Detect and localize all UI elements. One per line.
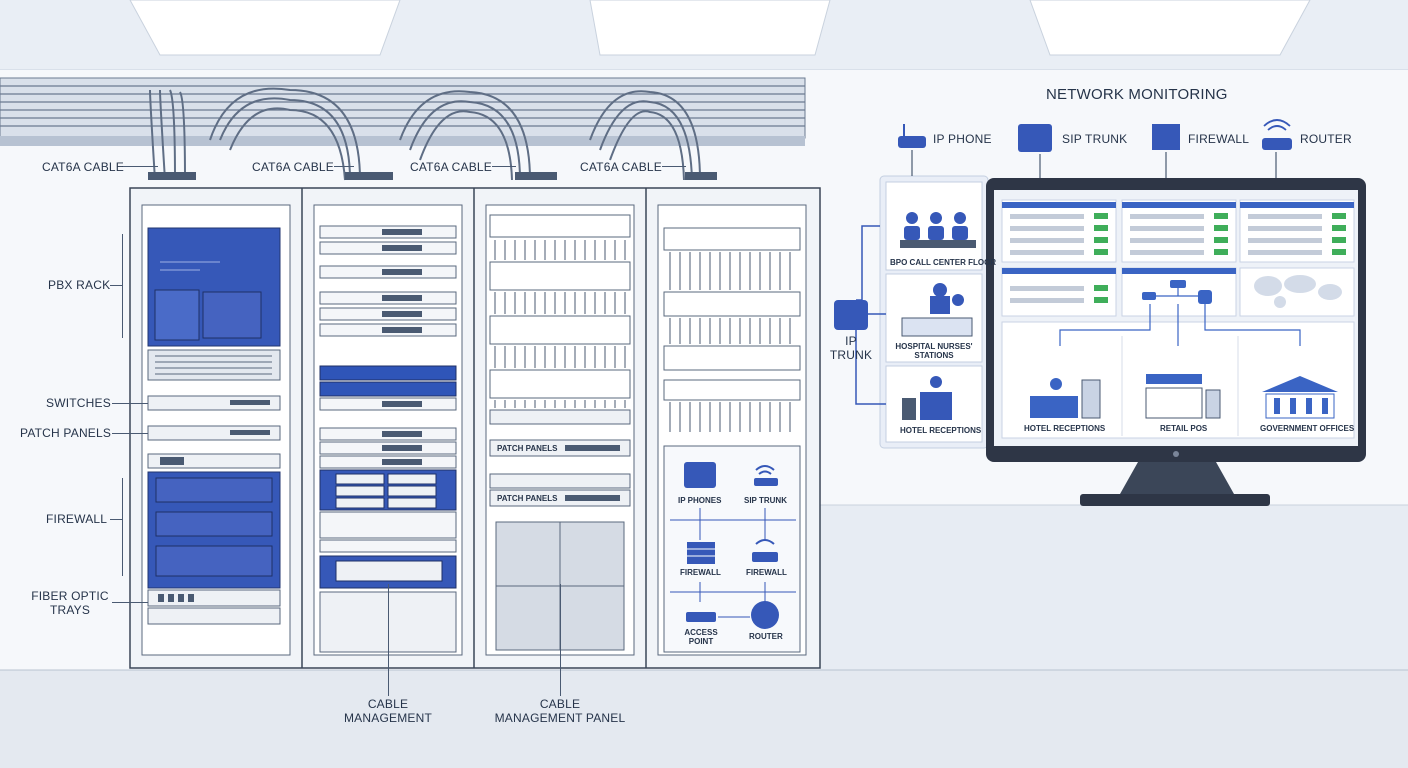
- leader-cable-mgmt: [388, 584, 389, 696]
- cable-panel-line2: MANAGEMENT PANEL: [494, 711, 626, 725]
- rack4-firewall-1: FIREWALL: [680, 568, 721, 577]
- hospital-line2: STATIONS: [914, 351, 954, 360]
- rack4-access-point: ACCESS POINT: [680, 628, 722, 646]
- cat6a-label-2: CAT6A CABLE: [252, 160, 335, 174]
- cat6a-label-3: CAT6A CABLE: [410, 160, 493, 174]
- ip-trunk-label: IP TRUNK: [826, 334, 876, 362]
- fiber-optic-label: FIBER OPTIC TRAYS: [28, 589, 112, 617]
- leader-cat6a-4: [662, 166, 686, 167]
- bracket-firewall: [122, 478, 123, 576]
- network-monitoring-title: NETWORK MONITORING: [1046, 86, 1228, 103]
- access-point-line2: POINT: [688, 637, 714, 646]
- cable-management-line2: MANAGEMENT: [343, 711, 432, 725]
- rack3-patch-panels-1: PATCH PANELS: [497, 444, 558, 453]
- rack4-router: ROUTER: [749, 632, 783, 641]
- leader-cat6a-2: [334, 166, 354, 167]
- top-ip-phone: IP PHONE: [933, 132, 992, 146]
- cat6a-label-1: CAT6A CABLE: [42, 160, 125, 174]
- rack4-ip-phones: IP PHONES: [678, 496, 722, 505]
- top-firewall: FIREWALL: [1188, 132, 1250, 146]
- cable-management-line1: CABLE: [367, 697, 409, 711]
- leader-switches: [112, 403, 148, 404]
- fiber-optic-line2: TRAYS: [49, 603, 91, 617]
- pbx-rack-label: PBX RACK: [48, 278, 111, 292]
- screen-retail-pos: RETAIL POS: [1160, 424, 1208, 433]
- rack3-patch-panels-2: PATCH PANELS: [497, 494, 558, 503]
- cable-management-panel-label: CABLE MANAGEMENT PANEL: [480, 697, 640, 725]
- firewall-label: FIREWALL: [46, 512, 108, 526]
- ip-trunk-line2: TRUNK: [829, 348, 873, 362]
- screen-government-offices: GOVERNMENT OFFICES: [1260, 424, 1355, 433]
- hotel-label-left: HOTEL RECEPTIONS: [900, 426, 982, 435]
- leader-firewall: [110, 519, 122, 520]
- bpo-label: BPO CALL CENTER FLOOR: [890, 258, 997, 267]
- patch-panels-label: PATCH PANELS: [20, 426, 112, 440]
- access-point-line1: ACCESS: [684, 628, 718, 637]
- leader-fiber: [112, 602, 148, 603]
- switches-label: SWITCHES: [46, 396, 111, 410]
- screen-hotel-receptions: HOTEL RECEPTIONS: [1024, 424, 1106, 433]
- fiber-optic-line1: FIBER OPTIC: [31, 589, 109, 603]
- hospital-line1: HOSPITAL NURSES': [895, 342, 973, 351]
- bracket-pbx: [122, 234, 123, 338]
- hospital-label: HOSPITAL NURSES' STATIONS: [888, 342, 980, 360]
- rack4-firewall-2: FIREWALL: [746, 568, 787, 577]
- rack4-sip-trunk: SIP TRUNK: [744, 496, 787, 505]
- leader-patch: [112, 433, 148, 434]
- cable-management-label: CABLE MANAGEMENT: [328, 697, 448, 725]
- cable-panel-line1: CABLE: [539, 697, 581, 711]
- ip-trunk-line1: IP: [845, 334, 857, 348]
- leader-cat6a-1: [122, 166, 158, 167]
- cat6a-label-4: CAT6A CABLE: [580, 160, 663, 174]
- leader-cable-panel: [560, 584, 561, 696]
- top-sip-trunk: SIP TRUNK: [1062, 132, 1128, 146]
- leader-cat6a-3: [492, 166, 516, 167]
- leader-pbx: [110, 285, 122, 286]
- top-router: ROUTER: [1300, 132, 1352, 146]
